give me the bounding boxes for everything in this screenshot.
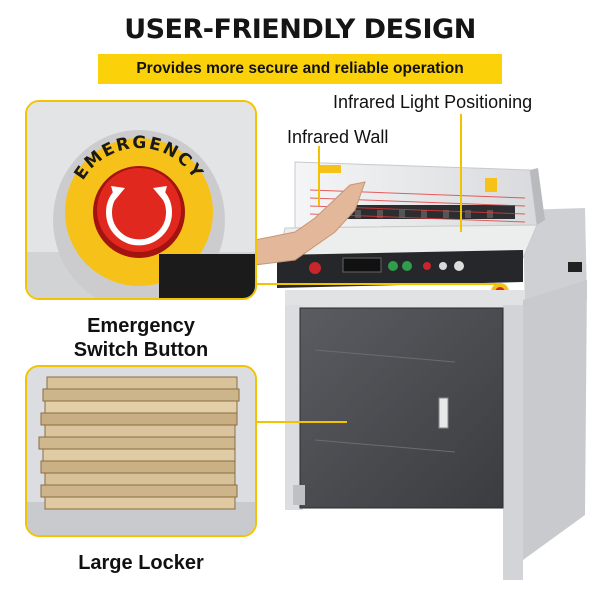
subtitle-banner: Provides more secure and reliable operat… [98, 54, 502, 84]
connector-emergency [257, 283, 497, 285]
locker-caption: Large Locker [78, 552, 204, 574]
emergency-caption-line2: Switch Button [73, 339, 209, 361]
paper-cutter-machine [255, 140, 600, 580]
connector-infrared-light [460, 114, 462, 232]
emergency-caption-line1: Emergency [87, 315, 195, 337]
emergency-caption: Emergency Switch Button [25, 314, 257, 362]
locker-detail-panel [25, 365, 257, 537]
emergency-button-image: EMERGENCY [27, 102, 255, 298]
callout-infrared-wall: Infrared Wall [287, 127, 389, 147]
page-title: USER-FRIENDLY DESIGN [124, 14, 476, 45]
machine-illustration [255, 161, 587, 580]
emergency-detail-panel: EMERGENCY [25, 100, 257, 300]
paper-stack-image [27, 367, 255, 535]
callout-infrared-light: Infrared Light Positioning [333, 92, 533, 112]
connector-infrared-wall [318, 146, 320, 206]
subtitle-text: Provides more secure and reliable operat… [136, 60, 464, 77]
connector-locker [257, 421, 347, 423]
